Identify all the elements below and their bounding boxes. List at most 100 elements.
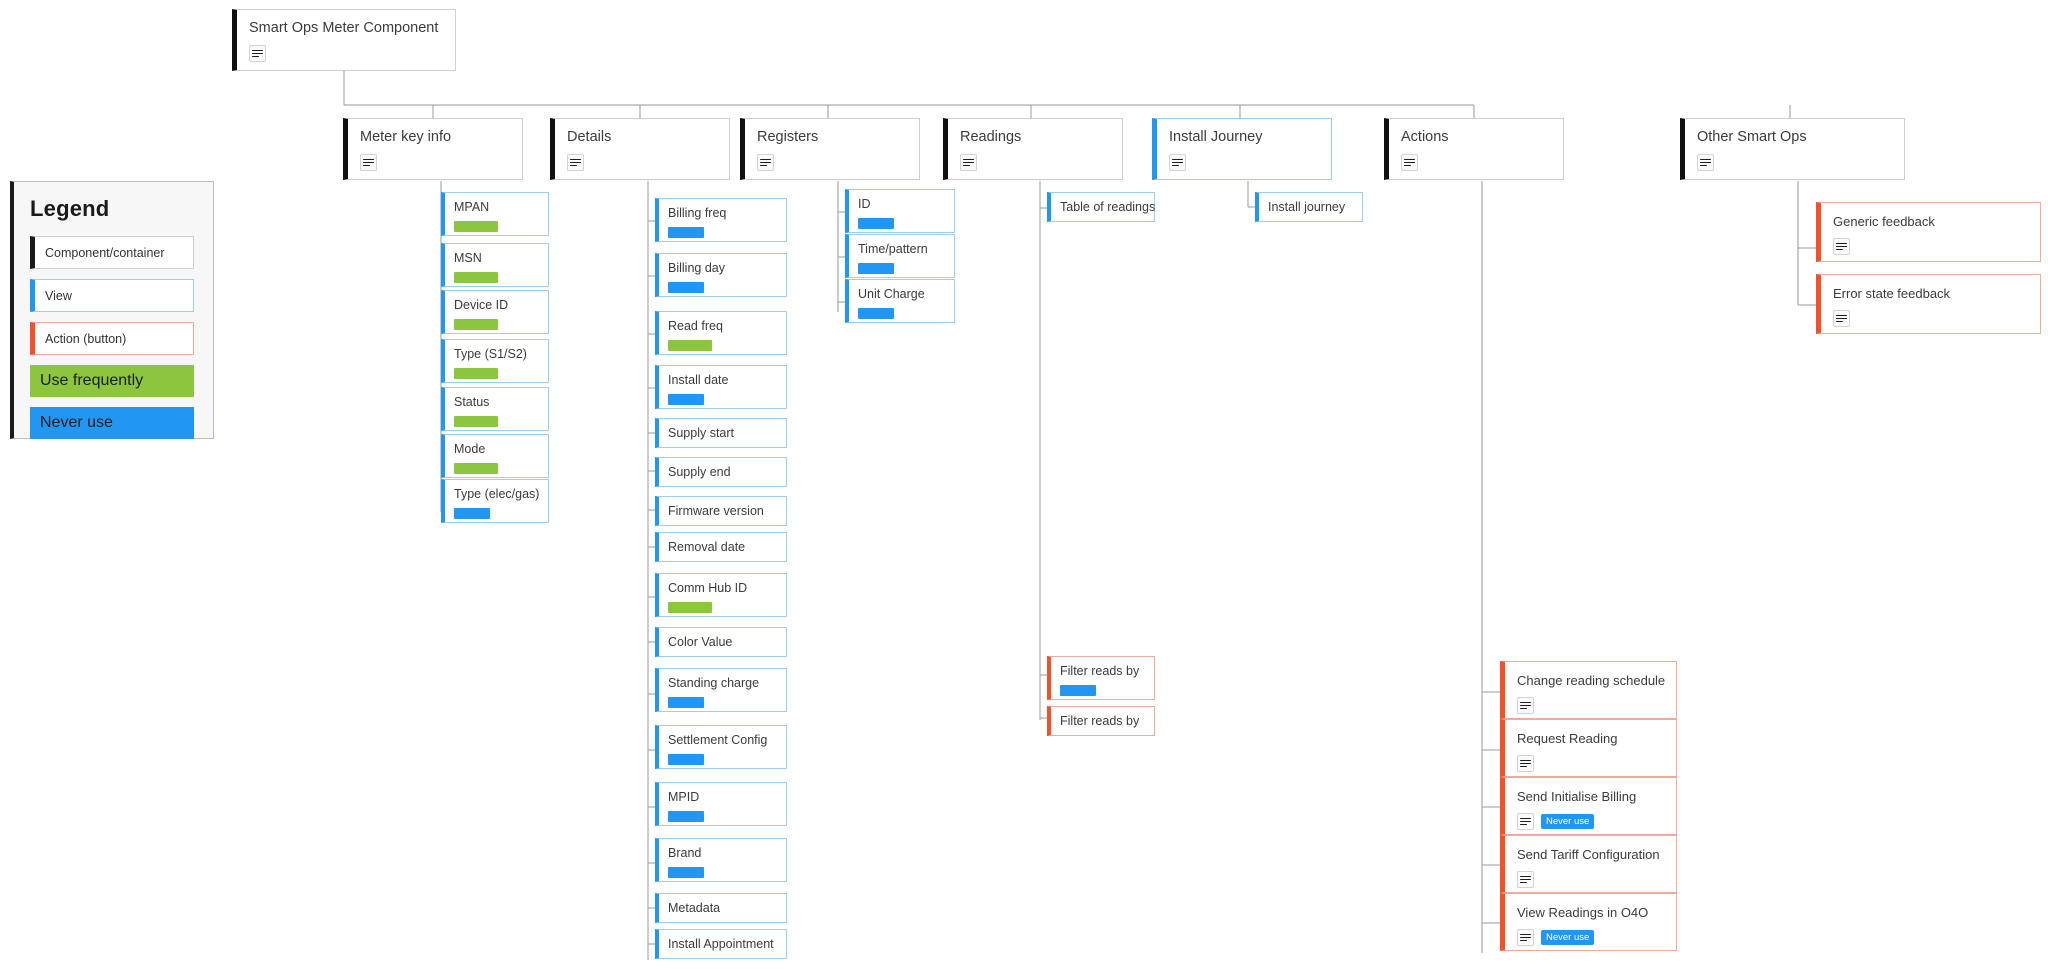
leaf-supply-start[interactable]: Supply start (655, 418, 787, 448)
node-title: Readings (960, 129, 1022, 145)
leaf-install-journey-view[interactable]: Install journey (1255, 192, 1363, 222)
leaf-time-pattern[interactable]: Time/pattern (845, 234, 955, 278)
leaf-type-s1-s2[interactable]: Type (S1/S2) (441, 339, 549, 383)
legend-item-label: Never use (40, 414, 113, 431)
node-meta-row (567, 154, 717, 171)
node-details[interactable]: Details (550, 118, 730, 180)
leaf-label: Read freq (668, 319, 723, 333)
leaf-label: Metadata (668, 901, 721, 915)
document-lines-icon[interactable] (567, 154, 584, 171)
document-lines-icon[interactable] (1833, 310, 1850, 327)
leaf-metadata[interactable]: Metadata (655, 893, 787, 923)
leaf-label: MPAN (454, 200, 490, 214)
document-lines-icon[interactable] (249, 45, 266, 62)
leaf-mpan[interactable]: MPAN (441, 192, 549, 236)
action-view-readings-in-o4o[interactable]: View Readings in O4O Never use (1500, 893, 1677, 951)
action-generic-feedback[interactable]: Generic feedback (1816, 202, 2041, 262)
node-readings[interactable]: Readings (943, 118, 1123, 180)
leaf-mode[interactable]: Mode (441, 434, 549, 478)
legend-item-use-frequently: Use frequently (30, 365, 194, 397)
tag-never-use (454, 508, 490, 519)
node-meta-row (1401, 154, 1551, 171)
leaf-billing-freq[interactable]: Billing freq (655, 198, 787, 242)
leaf-standing-charge[interactable]: Standing charge (655, 668, 787, 712)
document-lines-icon[interactable] (1517, 871, 1534, 888)
document-lines-icon[interactable] (1517, 697, 1534, 714)
node-meta-row (1697, 154, 1892, 171)
leaf-mpid[interactable]: MPID (655, 782, 787, 826)
document-lines-icon[interactable] (757, 154, 774, 171)
action-change-reading-schedule[interactable]: Change reading schedule (1500, 661, 1677, 719)
document-lines-icon[interactable] (1517, 755, 1534, 772)
leaf-settlement-config[interactable]: Settlement Config (655, 725, 787, 769)
node-title: Registers (757, 129, 819, 145)
leaf-label: Device ID (454, 298, 509, 312)
leaf-supply-end[interactable]: Supply end (655, 457, 787, 487)
legend-item-label: Action (button) (45, 331, 127, 346)
leaf-comm-hub-id[interactable]: Comm Hub ID (655, 573, 787, 617)
leaf-removal-date[interactable]: Removal date (655, 532, 787, 562)
leaf-label: Filter reads by (1060, 664, 1140, 678)
leaf-billing-day[interactable]: Billing day (655, 253, 787, 297)
leaf-label: Supply end (668, 465, 731, 479)
action-send-tariff-configuration[interactable]: Send Tariff Configuration (1500, 835, 1677, 893)
leaf-label: Install Appointment (668, 937, 774, 951)
tag-never-use (668, 754, 704, 765)
leaf-label: Time/pattern (858, 242, 928, 256)
leaf-firmware-version[interactable]: Firmware version (655, 496, 787, 526)
document-lines-icon[interactable] (1517, 813, 1534, 830)
leaf-label: Table of readings (1060, 200, 1156, 214)
action-error-state-feedback[interactable]: Error state feedback (1816, 274, 2041, 334)
leaf-label: Filter reads by (1060, 714, 1140, 728)
leaf-brand[interactable]: Brand (655, 838, 787, 882)
tag-never-use (858, 218, 894, 229)
leaf-color-value[interactable]: Color Value (655, 627, 787, 657)
legend-title: Legend (30, 196, 110, 221)
tag-never-use (858, 308, 894, 319)
tag-use-frequently (454, 272, 498, 283)
leaf-register-id[interactable]: ID (845, 189, 955, 233)
leaf-label: MPID (668, 790, 700, 804)
tag-use-frequently (454, 368, 498, 379)
node-title: Smart Ops Meter Component (249, 20, 439, 36)
node-meta-row: Never use (1517, 929, 1664, 946)
leaf-filter-reads-by-2[interactable]: Filter reads by (1047, 706, 1155, 736)
leaf-label: Color Value (668, 635, 733, 649)
document-lines-icon[interactable] (960, 154, 977, 171)
leaf-filter-reads-by-1[interactable]: Filter reads by (1047, 656, 1155, 700)
document-lines-icon[interactable] (1697, 154, 1714, 171)
leaf-label: Install date (668, 373, 729, 387)
legend-item-view: View (30, 279, 194, 312)
tag-never-use (668, 811, 704, 822)
leaf-msn[interactable]: MSN (441, 243, 549, 287)
node-meta-row (249, 45, 443, 62)
leaf-device-id[interactable]: Device ID (441, 290, 549, 334)
leaf-label: MSN (454, 251, 482, 265)
node-meta-row (1833, 238, 2028, 255)
node-actions[interactable]: Actions (1384, 118, 1564, 180)
document-lines-icon[interactable] (1517, 929, 1534, 946)
leaf-type-elec-gas[interactable]: Type (elec/gas) (441, 479, 549, 523)
leaf-table-of-readings[interactable]: Table of readings (1047, 192, 1155, 222)
tag-never-use (668, 697, 704, 708)
node-smart-ops-meter-component[interactable]: Smart Ops Meter Component (232, 9, 456, 71)
node-other-smart-ops[interactable]: Other Smart Ops (1680, 118, 1905, 180)
document-lines-icon[interactable] (1833, 238, 1850, 255)
leaf-unit-charge[interactable]: Unit Charge (845, 279, 955, 323)
document-lines-icon[interactable] (360, 154, 377, 171)
leaf-status[interactable]: Status (441, 387, 549, 431)
node-registers[interactable]: Registers (740, 118, 920, 180)
node-title: Send Tariff Configuration (1517, 847, 1660, 862)
leaf-install-appointment[interactable]: Install Appointment (655, 929, 787, 959)
node-meter-key-info[interactable]: Meter key info (343, 118, 523, 180)
action-send-initialise-billing[interactable]: Send Initialise Billing Never use (1500, 777, 1677, 835)
leaf-read-freq[interactable]: Read freq (655, 311, 787, 355)
leaf-label: Brand (668, 846, 702, 860)
document-lines-icon[interactable] (1169, 154, 1186, 171)
document-lines-icon[interactable] (1401, 154, 1418, 171)
leaf-install-date[interactable]: Install date (655, 365, 787, 409)
node-install-journey[interactable]: Install Journey (1152, 118, 1332, 180)
leaf-label: Unit Charge (858, 287, 925, 301)
leaf-label: Settlement Config (668, 733, 768, 747)
action-request-reading[interactable]: Request Reading (1500, 719, 1677, 777)
